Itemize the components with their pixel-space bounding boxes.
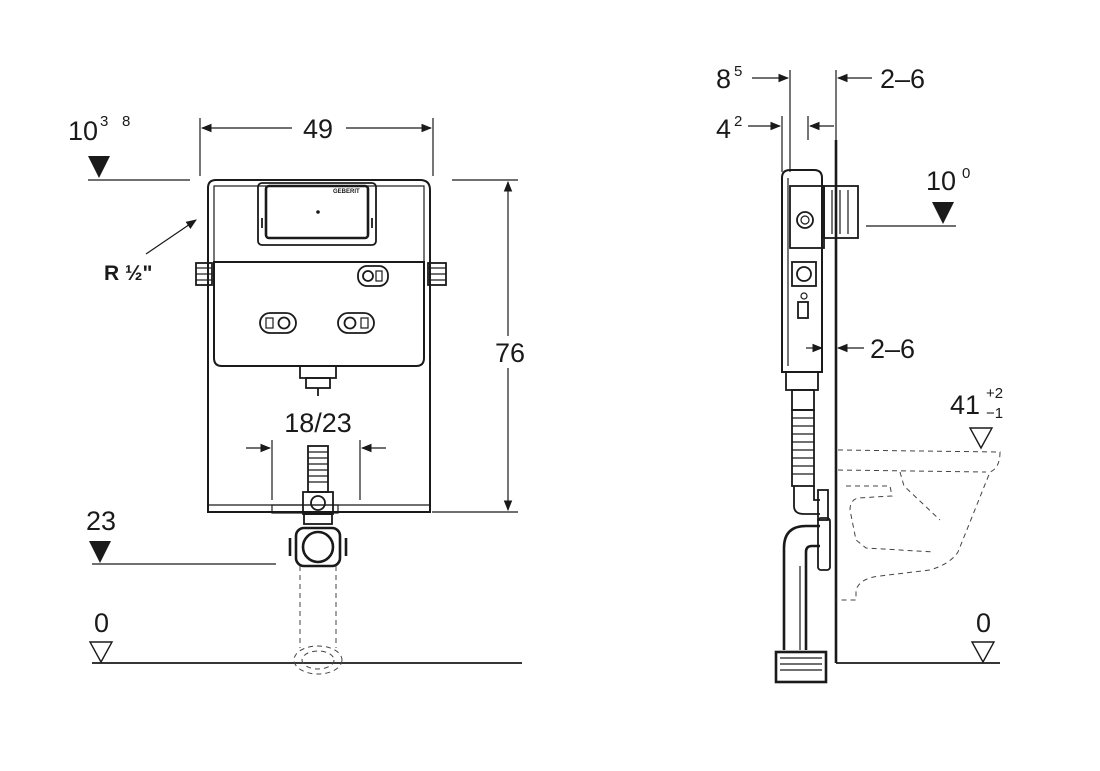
side-valve <box>791 261 817 319</box>
top-level-base: 10 <box>68 116 98 146</box>
width-label: 49 <box>303 114 333 144</box>
side-inlet <box>789 185 859 249</box>
bowl-height-plus: +2 <box>986 385 1003 402</box>
side-view: 8 5 4 2 2–6 10 0 2–6 41 +2 −1 0 <box>716 63 1003 684</box>
outlet-level-label: 23 <box>86 506 116 536</box>
top-level-sup-a: 3 <box>100 113 108 130</box>
front-floor-label: 0 <box>94 608 109 638</box>
connection-label: R ½" <box>104 262 152 285</box>
side-frame <box>781 169 823 373</box>
side-drain-bend <box>774 517 831 684</box>
inlet-level-marker <box>932 202 954 224</box>
height-label: 76 <box>495 338 525 368</box>
tank-valve-top <box>357 265 389 287</box>
front-floor-marker <box>88 641 114 664</box>
bowl-height-minus: −1 <box>986 405 1003 422</box>
front-view: GEBERIT <box>68 112 530 675</box>
top-level-sup-b: 8 <box>122 113 130 130</box>
depth-low-base: 4 <box>716 114 731 144</box>
side-flush-pipe <box>785 371 829 521</box>
depth-low-sup: 2 <box>734 113 742 130</box>
cistern-tank <box>213 261 425 367</box>
frame-foot <box>271 504 339 514</box>
depth-top-base: 8 <box>716 64 731 94</box>
bowl-height-marker <box>968 427 994 450</box>
inlet-level-base: 10 <box>926 166 956 196</box>
drain-pipe-dashed <box>293 566 343 675</box>
tank-hole-left <box>259 312 297 334</box>
tank-hole-right <box>337 312 375 334</box>
top-level-marker <box>88 156 110 178</box>
brand-logo: GEBERIT <box>333 189 360 195</box>
drain-connector <box>288 513 348 568</box>
side-floor-marker <box>970 641 996 664</box>
wc-bowl-dashed <box>836 449 1001 601</box>
actuator-plate <box>264 184 370 240</box>
inlet-level-sup: 0 <box>962 165 970 182</box>
actuator-dot <box>316 210 320 214</box>
connection-leader <box>145 219 197 255</box>
inlet-left <box>195 262 213 286</box>
actuator-frame <box>257 182 377 246</box>
outlet-level-marker <box>89 541 111 563</box>
wall-gap-top-label: 2–6 <box>880 64 925 94</box>
wall-gap-mid-label: 2–6 <box>870 334 915 364</box>
inlet-right <box>427 262 447 286</box>
depth-top-sup: 5 <box>734 63 742 80</box>
outlet-range-label: 18/23 <box>284 408 352 438</box>
bowl-height-base: 41 <box>950 390 980 420</box>
flush-outlet <box>299 366 337 396</box>
side-floor-label: 0 <box>976 608 991 638</box>
